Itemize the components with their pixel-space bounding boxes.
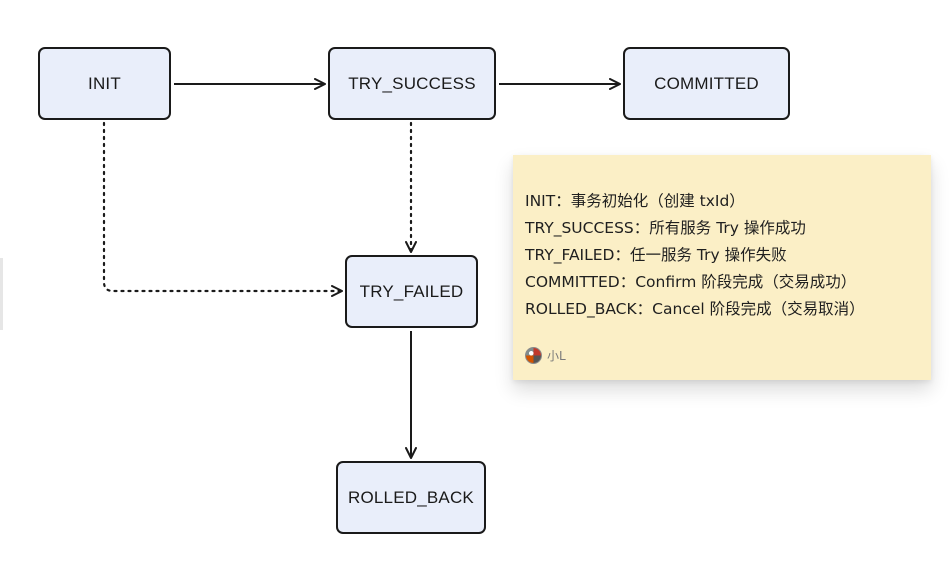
state-node-try-success[interactable]: TRY_SUCCESS: [328, 47, 496, 120]
note-line: COMMITTED：Confirm 阶段完成（交易成功）: [525, 273, 857, 291]
canvas-edge-marker: [0, 258, 3, 330]
note-line: TRY_SUCCESS：所有服务 Try 操作成功: [525, 219, 806, 237]
note-line: INIT：事务初始化（创建 txId）: [525, 192, 745, 210]
state-node-rolled-back[interactable]: ROLLED_BACK: [336, 461, 486, 534]
state-node-label: ROLLED_BACK: [348, 487, 474, 507]
state-node-try-failed[interactable]: TRY_FAILED: [345, 255, 478, 328]
state-node-label: TRY_FAILED: [359, 281, 464, 301]
state-node-label: INIT: [88, 73, 121, 93]
note-line: TRY_FAILED：任一服务 Try 操作失败: [525, 246, 787, 264]
sticky-note[interactable]: INIT：事务初始化（创建 txId） TRY_SUCCESS：所有服务 Try…: [513, 155, 931, 380]
note-line: ROLLED_BACK：Cancel 阶段完成（交易取消）: [525, 300, 865, 318]
state-node-init[interactable]: INIT: [38, 47, 171, 120]
state-node-committed[interactable]: COMMITTED: [623, 47, 790, 120]
avatar: [525, 347, 542, 364]
state-node-label: TRY_SUCCESS: [348, 73, 476, 93]
edge-init-to-try-failed: [102, 121, 344, 297]
note-author: 小L: [525, 347, 566, 364]
author-name: 小L: [547, 349, 566, 363]
state-node-label: COMMITTED: [654, 73, 759, 93]
